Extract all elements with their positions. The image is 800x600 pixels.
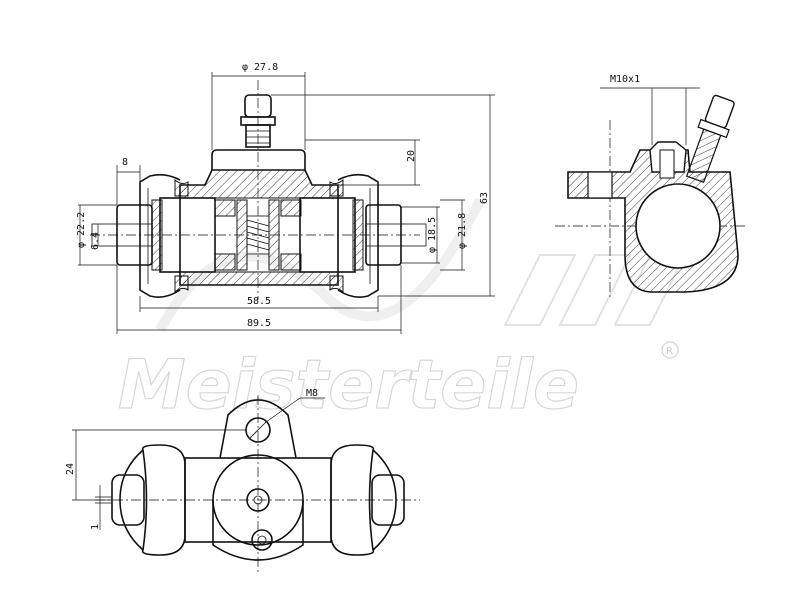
spring [246,215,270,255]
dim-height-20: 20 [406,150,417,162]
bottom-view-boot-right [330,444,375,556]
section-view: φ 27.8 8 φ 22.2 6.4 20 63 φ 18.5 [76,62,495,334]
watermark: Meisterteile R [117,197,687,426]
registered-mark-icon [661,341,679,359]
end-view-bleed-nipple [685,94,735,184]
dim-top-dia: φ 27.8 [242,62,278,73]
top-boss [211,149,306,170]
dim-len-89-5: 89.5 [247,318,271,329]
boot-left [139,173,181,298]
dim-height-24: 24 [65,463,76,475]
end-view: M10x1 [555,74,745,300]
bottom-view-lug [219,399,297,459]
dim-len-58-5: 58.5 [247,296,271,307]
dim-dia-18-5: φ 18.5 [427,217,438,253]
dim-height-63: 63 [479,192,490,204]
housing-wall-bottom [179,271,339,286]
housing-wall-top [179,169,339,199]
seal-right-bottom [280,253,302,271]
dimensions-section: φ 27.8 8 φ 22.2 6.4 20 63 φ 18.5 [76,62,495,334]
dim-dia-6-4: 6.4 [90,232,101,250]
bottom-view-center-hole [246,488,270,512]
bleed-nipple [240,94,276,148]
bottom-view-body [184,457,332,543]
dim-thread-m10: M10x1 [610,74,640,85]
bottom-view: M8 24 1 [65,388,420,575]
boot-right [337,173,379,298]
bottom-view-boot-left [141,444,186,556]
dim-dia-22-2: φ 22.2 [76,212,87,248]
watermark-brand: Meisterteile [118,346,579,425]
seal-left-top [214,199,236,217]
seal-right-top [280,199,302,217]
dim-dia-21-8: φ 21.8 [457,213,468,249]
dim-thread-m8: M8 [306,388,318,399]
end-view-bore [635,183,721,269]
seal-left-bottom [214,253,236,271]
dim-offset-1: 1 [90,524,101,530]
dim-width-8: 8 [122,157,128,168]
bottom-view-rod-right [371,474,405,526]
bottom-view-bleed-hole [251,529,273,551]
watermark-mark: R [666,346,673,357]
